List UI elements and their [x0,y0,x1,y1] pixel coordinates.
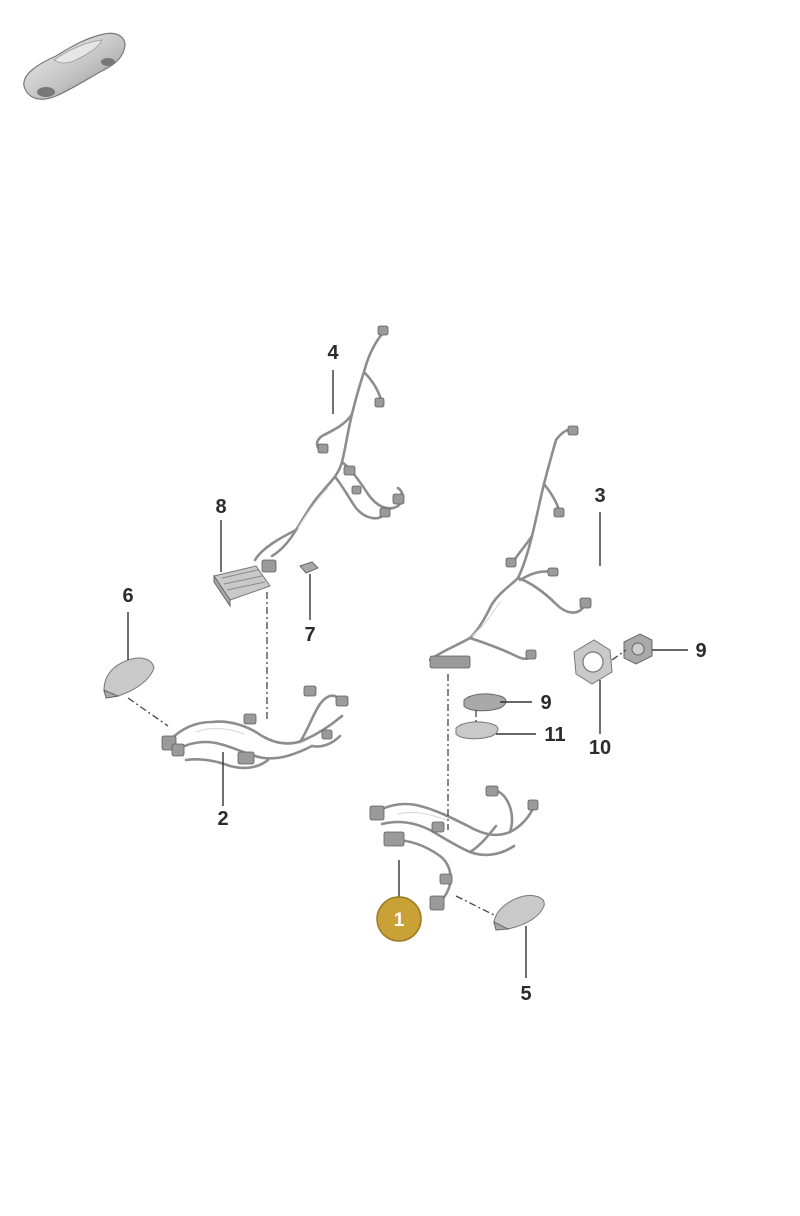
backrest-wiring-harness-right [428,425,592,669]
part-9-upper-label[interactable]: 9 [695,640,706,662]
part-6-label[interactable]: 6 [122,585,133,607]
right-seat-harness-group [369,425,653,931]
part-9-lower-label[interactable]: 9 [540,692,551,714]
occupant-sensor-pad [463,693,507,712]
pressure-sensor-housing [623,633,653,665]
part-1-callout[interactable]: 1 [376,896,422,942]
assembly-line [611,649,627,661]
part-3-label[interactable]: 3 [594,485,605,507]
trim-cover-right [493,895,545,931]
car-silhouette-icon [23,32,126,100]
part-7-label[interactable]: 7 [304,624,315,646]
sensor-bracket [455,721,499,740]
part-2-label[interactable]: 2 [217,808,228,830]
part-4-label[interactable]: 4 [327,342,339,364]
assembly-line [127,697,169,727]
trim-cover-left [103,657,155,699]
left-seat-harness-group [103,325,405,770]
sensor-mounting-plate [573,639,613,685]
part-1-label[interactable]: 1 [394,910,405,931]
seat-base-wiring-harness-right [369,785,539,911]
part-11-label[interactable]: 11 [544,724,565,746]
backrest-wiring-harness-left [253,325,405,562]
seat-base-wiring-harness-left [161,685,349,770]
part-1-highlight-badge[interactable] [376,896,422,942]
control-unit-module [213,559,277,608]
part-10-label[interactable]: 10 [589,737,611,759]
assembly-line [455,895,497,917]
part-labels: 1 2 3 4 5 6 7 8 9 9 10 11 [122,342,706,1005]
leader-lines [127,370,688,978]
part-8-label[interactable]: 8 [215,496,226,518]
retaining-clip [299,561,319,574]
part-5-label[interactable]: 5 [520,983,531,1005]
